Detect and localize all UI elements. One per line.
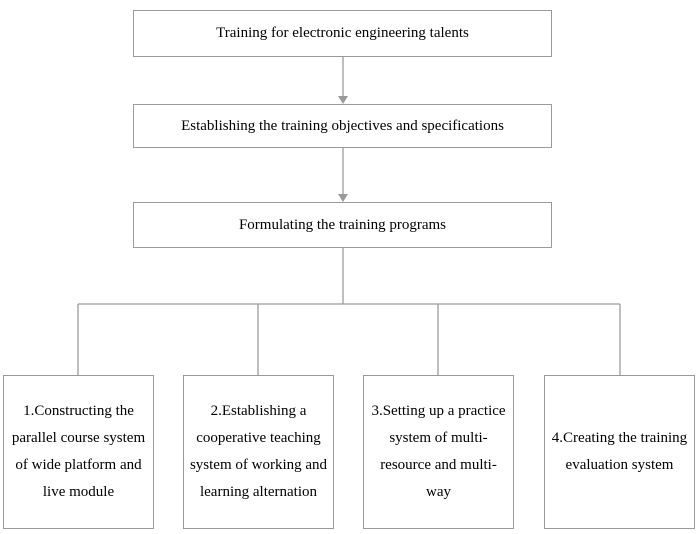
node-training-programs: Formulating the training programs bbox=[133, 202, 552, 248]
leaf-node-course-system-label: 1.Constructing the parallel course syste… bbox=[11, 403, 146, 500]
node-training-talents-label: Training for electronic engineering tale… bbox=[216, 25, 469, 41]
leaf-node-teaching-system-label: 2.Establishing a cooperative teaching sy… bbox=[189, 403, 328, 500]
leaf-node-evaluation-system: 4.Creating the training evaluation syste… bbox=[544, 375, 695, 529]
node-training-objectives: Establishing the training objectives and… bbox=[133, 104, 552, 148]
node-training-objectives-label: Establishing the training objectives and… bbox=[181, 117, 504, 134]
arrowhead-middle bbox=[338, 96, 348, 104]
leaf-node-evaluation-system-label: 4.Creating the training evaluation syste… bbox=[551, 430, 688, 473]
leaf-node-practice-system: 3.Setting up a practice system of multi-… bbox=[363, 375, 514, 529]
node-training-talents: Training for electronic engineering tale… bbox=[133, 10, 552, 57]
leaf-node-practice-system-label: 3.Setting up a practice system of multi-… bbox=[371, 403, 506, 500]
leaf-node-teaching-system: 2.Establishing a cooperative teaching sy… bbox=[183, 375, 334, 529]
leaf-node-course-system: 1.Constructing the parallel course syste… bbox=[3, 375, 154, 529]
node-training-programs-label: Formulating the training programs bbox=[238, 216, 447, 233]
arrowhead-third bbox=[338, 194, 348, 202]
